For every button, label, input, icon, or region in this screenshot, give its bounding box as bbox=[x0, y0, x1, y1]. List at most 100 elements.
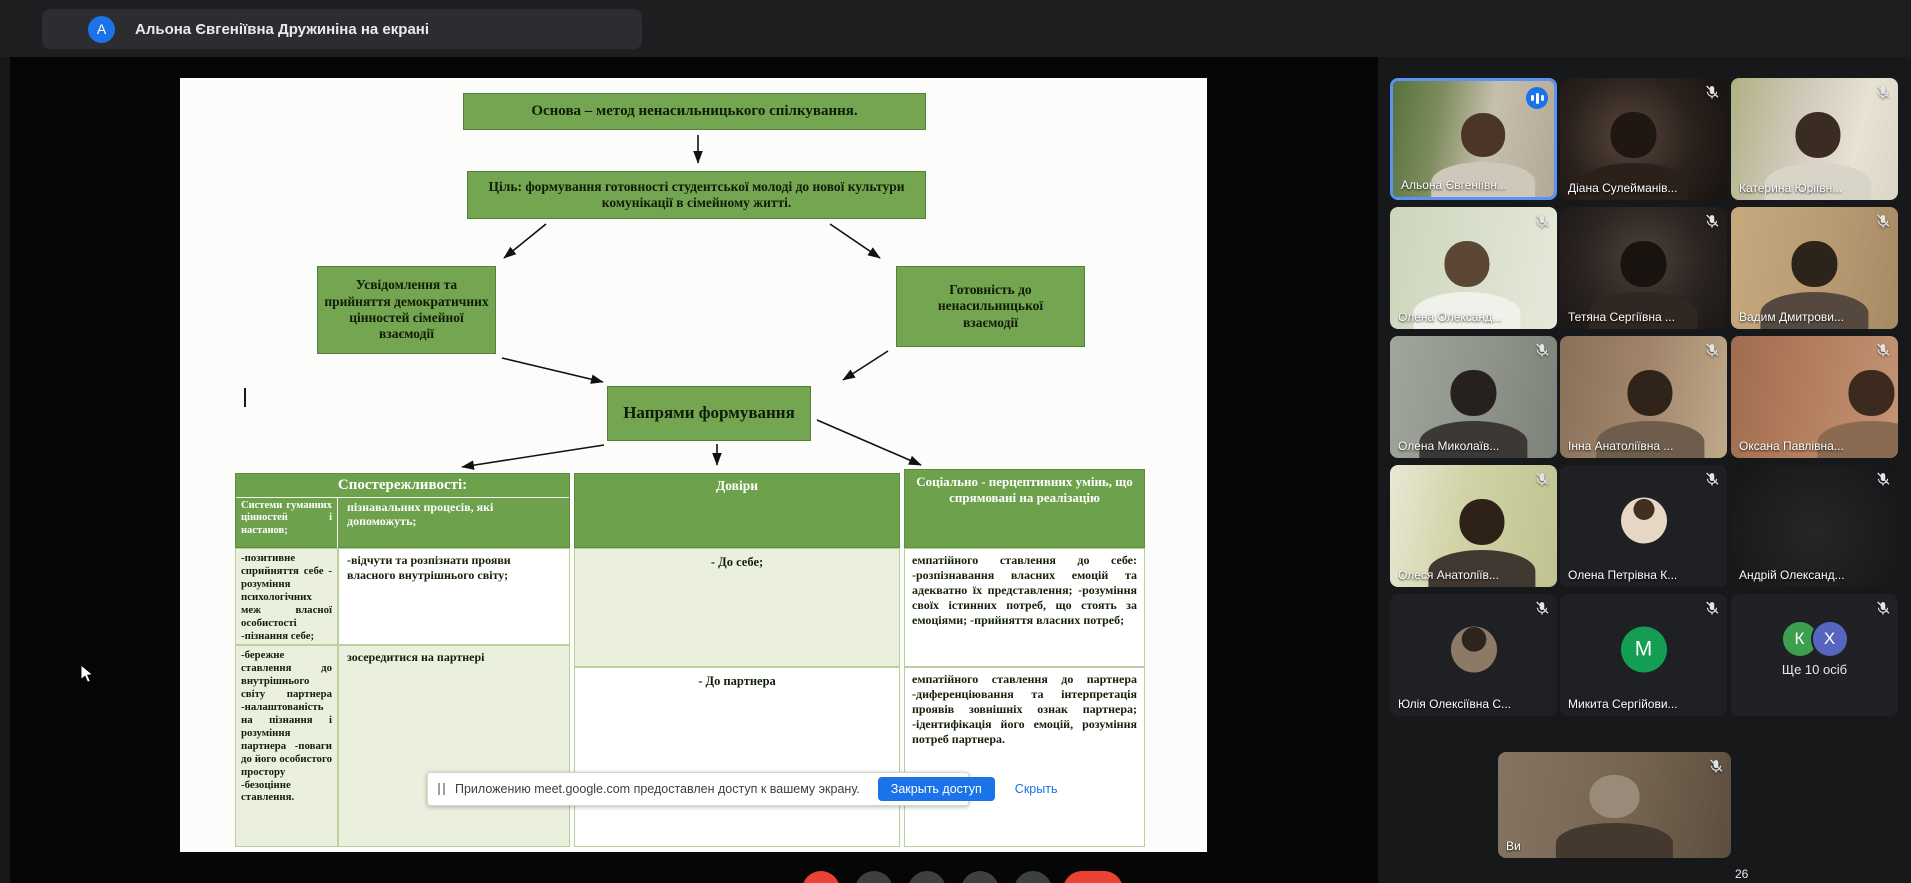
participant-video bbox=[1390, 594, 1557, 716]
letter-avatar: Х bbox=[1810, 620, 1849, 658]
mic-off-icon bbox=[1877, 472, 1890, 486]
participant-tile[interactable]: Юлія Олексіївна С... bbox=[1390, 594, 1557, 716]
participant-name: Юлія Олексіївна С... bbox=[1398, 697, 1512, 711]
share-notification-message: Приложению meet.google.com предоставлен … bbox=[455, 782, 860, 796]
flow-box-tsil: Ціль: формування готовності студентської… bbox=[467, 171, 926, 219]
stop-sharing-button[interactable]: Закрыть доступ bbox=[877, 777, 995, 801]
table-cell: -бережне ставлення до внутрішнього світу… bbox=[235, 645, 338, 847]
flow-box-right: Готовність до ненасильницької взаємодії bbox=[896, 266, 1085, 347]
self-video bbox=[1498, 752, 1731, 858]
participant-tile[interactable]: М Микита Сергійови... bbox=[1560, 594, 1727, 716]
participant-video bbox=[1731, 207, 1898, 329]
participant-tile[interactable]: Вадим Дмитрови... bbox=[1731, 207, 1898, 329]
participant-name: Андрій Олександ... bbox=[1739, 568, 1845, 582]
table-header-trust: Довіри bbox=[574, 473, 900, 548]
mic-off-icon bbox=[1877, 343, 1890, 357]
more-participants-tile[interactable]: К Х Ще 10 осіб bbox=[1731, 594, 1898, 716]
mic-off-icon bbox=[1706, 601, 1719, 615]
mic-off-icon bbox=[1710, 759, 1723, 773]
mic-off-icon bbox=[1706, 85, 1719, 99]
table-cell: -позитивне сприйняття себе - розуміння п… bbox=[235, 548, 338, 645]
flow-box-osnova: Основа – метод ненасильницького спілкува… bbox=[463, 93, 926, 130]
participant-video bbox=[1560, 207, 1727, 329]
table-cell: емпатійного ставлення до партнера -дифер… bbox=[904, 667, 1145, 847]
participant-name: Олена Миколаїв... bbox=[1398, 439, 1500, 453]
participant-count: 26 bbox=[1735, 867, 1749, 881]
mic-off-icon bbox=[1536, 214, 1549, 228]
participant-name: Діана Сулейманів... bbox=[1568, 181, 1678, 195]
participant-video bbox=[1390, 207, 1557, 329]
mic-off-icon bbox=[1706, 472, 1719, 486]
participant-name: Катерина Юріївн... bbox=[1739, 181, 1843, 195]
participant-video: М bbox=[1560, 594, 1727, 716]
participant-video bbox=[1560, 336, 1727, 458]
table-cell: зосередитися на партнері bbox=[338, 645, 570, 847]
participant-tile[interactable]: Діана Сулейманів... bbox=[1560, 78, 1727, 200]
participant-name: Тетяна Сергіївна ... bbox=[1568, 310, 1675, 324]
table-cell: - До партнера bbox=[574, 667, 900, 847]
captions-button[interactable] bbox=[908, 871, 946, 883]
mic-off-icon bbox=[1536, 343, 1549, 357]
mic-off-icon bbox=[1536, 472, 1549, 486]
participant-video bbox=[1390, 465, 1557, 587]
table-header-observation-title: Спостережливості: bbox=[236, 474, 569, 498]
camera-button[interactable] bbox=[855, 871, 893, 883]
text-cursor bbox=[244, 388, 246, 407]
participant-tile[interactable]: Олена Миколаїв... bbox=[1390, 336, 1557, 458]
overflow-avatars: К Х bbox=[1780, 620, 1849, 658]
participant-video bbox=[1731, 78, 1898, 200]
screen-share-notification: Приложению meet.google.com предоставлен … bbox=[427, 772, 1057, 806]
participant-name: Ви bbox=[1506, 839, 1521, 853]
table-header-cognitive-processes: пізнавальних процесів, які допоможуть; bbox=[347, 500, 494, 529]
participant-tile[interactable]: Тетяна Сергіївна ... bbox=[1560, 207, 1727, 329]
avatar bbox=[1620, 497, 1667, 544]
participant-tile[interactable]: Оксана Павлівна... bbox=[1731, 336, 1898, 458]
presenting-banner: A Альона Євгеніївна Дружиніна на екрані bbox=[42, 9, 642, 49]
participant-name: Олеся Анатоліїв... bbox=[1398, 568, 1499, 582]
mic-button[interactable] bbox=[802, 871, 840, 883]
grip-icon bbox=[438, 783, 445, 795]
leave-call-button[interactable] bbox=[1063, 871, 1123, 883]
table-cell: - До себе; bbox=[574, 548, 900, 667]
participant-video bbox=[1390, 336, 1557, 458]
participant-name: Олена Олександ... bbox=[1398, 310, 1503, 324]
participant-video bbox=[1560, 78, 1727, 200]
flow-box-left: Усвідомлення та прийняття демократичних … bbox=[317, 266, 496, 354]
participant-tile[interactable]: Катерина Юріївн... bbox=[1731, 78, 1898, 200]
table-header-observation: Спостережливості: Системи гуманних цінно… bbox=[235, 473, 570, 548]
more-options-button[interactable] bbox=[1014, 871, 1052, 883]
person-silhouette bbox=[1559, 775, 1671, 858]
reactions-button[interactable] bbox=[961, 871, 999, 883]
table-header-social-perceptive: Соціально - перцептивних умінь, що спрям… bbox=[904, 469, 1145, 548]
participant-tile[interactable]: Альона Євгеніївн... bbox=[1390, 78, 1557, 200]
audio-level-icon bbox=[1526, 87, 1548, 109]
more-participants-label: Ще 10 осіб bbox=[1781, 662, 1848, 677]
participant-tile[interactable]: Олена Олександ... bbox=[1390, 207, 1557, 329]
screen-share-stage: Основа – метод ненасильницького спілкува… bbox=[10, 57, 1378, 883]
participant-tile[interactable]: Інна Анатоліївна ... bbox=[1560, 336, 1727, 458]
participant-tile[interactable]: Андрій Олександ... bbox=[1731, 465, 1898, 587]
participant-video bbox=[1731, 465, 1898, 587]
participant-name: Олена Петрівна К... bbox=[1568, 568, 1678, 582]
participant-name: Альона Євгеніївн... bbox=[1401, 178, 1507, 192]
hide-notification-link[interactable]: Скрыть bbox=[1014, 782, 1058, 796]
top-bar: A Альона Євгеніївна Дружиніна на екрані bbox=[0, 0, 1911, 57]
table-cell: -відчути та розпізнати прояви власного в… bbox=[338, 548, 570, 645]
mic-off-icon bbox=[1877, 85, 1890, 99]
participant-name: Оксана Павлівна... bbox=[1739, 439, 1844, 453]
participant-tile[interactable]: Олена Петрівна К... bbox=[1560, 465, 1727, 587]
participant-video bbox=[1560, 465, 1727, 587]
participant-name: Микита Сергійови... bbox=[1568, 697, 1678, 711]
participant-tile[interactable]: Олеся Анатоліїв... bbox=[1390, 465, 1557, 587]
self-view-tile[interactable]: Ви bbox=[1498, 752, 1731, 858]
participant-video bbox=[1731, 336, 1898, 458]
table-cell: емпатійного ставлення до себе: -розпізна… bbox=[904, 548, 1145, 667]
mic-off-icon bbox=[1877, 214, 1890, 228]
participant-name: Інна Анатоліївна ... bbox=[1568, 439, 1674, 453]
mic-off-icon bbox=[1706, 343, 1719, 357]
mouse-cursor bbox=[80, 664, 94, 683]
mic-off-icon bbox=[1877, 601, 1890, 615]
mic-off-icon bbox=[1706, 214, 1719, 228]
table-header-values-systems: Системи гуманних цінностей і настанов; bbox=[236, 498, 338, 548]
